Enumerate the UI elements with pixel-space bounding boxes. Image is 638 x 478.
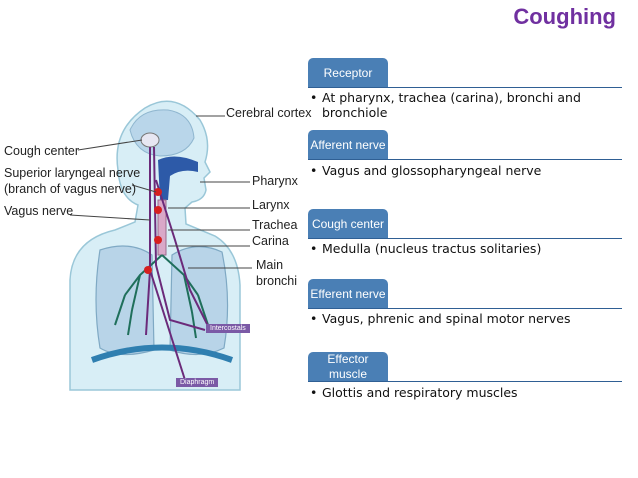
stage-divider xyxy=(308,308,622,309)
stage-divider xyxy=(308,87,622,88)
stage-label: Receptor xyxy=(308,58,388,88)
anatomy-illustration xyxy=(69,100,252,391)
label-superior-laryngeal-nerve: Superior laryngeal nerve xyxy=(4,166,141,180)
leader-lines xyxy=(69,115,252,269)
stage-label: Effector muscle xyxy=(308,352,388,382)
label-bronchi: bronchi xyxy=(256,274,297,288)
pharynx-airway xyxy=(158,156,198,200)
label-trachea: Trachea xyxy=(252,218,298,232)
label-vagus-nerve: Vagus nerve xyxy=(4,204,74,218)
label-larynx: Larynx xyxy=(252,198,290,212)
label-cerebral-cortex: Cerebral cortex xyxy=(226,106,312,120)
label-diaphragm: Diaphragm xyxy=(176,378,219,387)
respiratory-anatomy-figure: Cerebral cortex Cough center Superior la… xyxy=(0,90,311,400)
stage-description: • Glottis and respiratory muscles xyxy=(310,385,518,400)
stage-label: Afferent nerve xyxy=(308,130,388,160)
stage-divider xyxy=(308,238,622,239)
diaphragm-muscle xyxy=(90,344,234,363)
stage-divider xyxy=(308,381,622,382)
stage-label: Efferent nerve xyxy=(308,279,388,309)
stage-description: • Medulla (nucleus tractus solitaries) xyxy=(310,241,542,256)
stage-divider xyxy=(308,159,622,160)
label-carina: Carina xyxy=(252,234,289,248)
slide-title: Coughing xyxy=(513,4,616,29)
label-superior-laryngeal-branch: (branch of vagus nerve) xyxy=(4,182,137,196)
label-intercostals: Intercostals xyxy=(206,324,250,333)
label-main: Main xyxy=(256,258,284,272)
stage-description: • Vagus, phrenic and spinal motor nerves xyxy=(310,311,571,326)
right-lung xyxy=(95,245,155,356)
bronchi-tree xyxy=(114,254,209,339)
left-lung xyxy=(169,246,229,356)
stage-label: Cough center xyxy=(308,209,388,239)
cough-center-marker xyxy=(140,132,160,148)
receptor-points xyxy=(144,188,162,274)
label-cough-center: Cough center xyxy=(4,144,80,158)
stage-description: • At pharynx, trachea (carina), bronchi … xyxy=(310,90,581,120)
stage-description: • Vagus and glossopharyngeal nerve xyxy=(310,163,542,178)
label-pharynx: Pharynx xyxy=(252,174,298,188)
